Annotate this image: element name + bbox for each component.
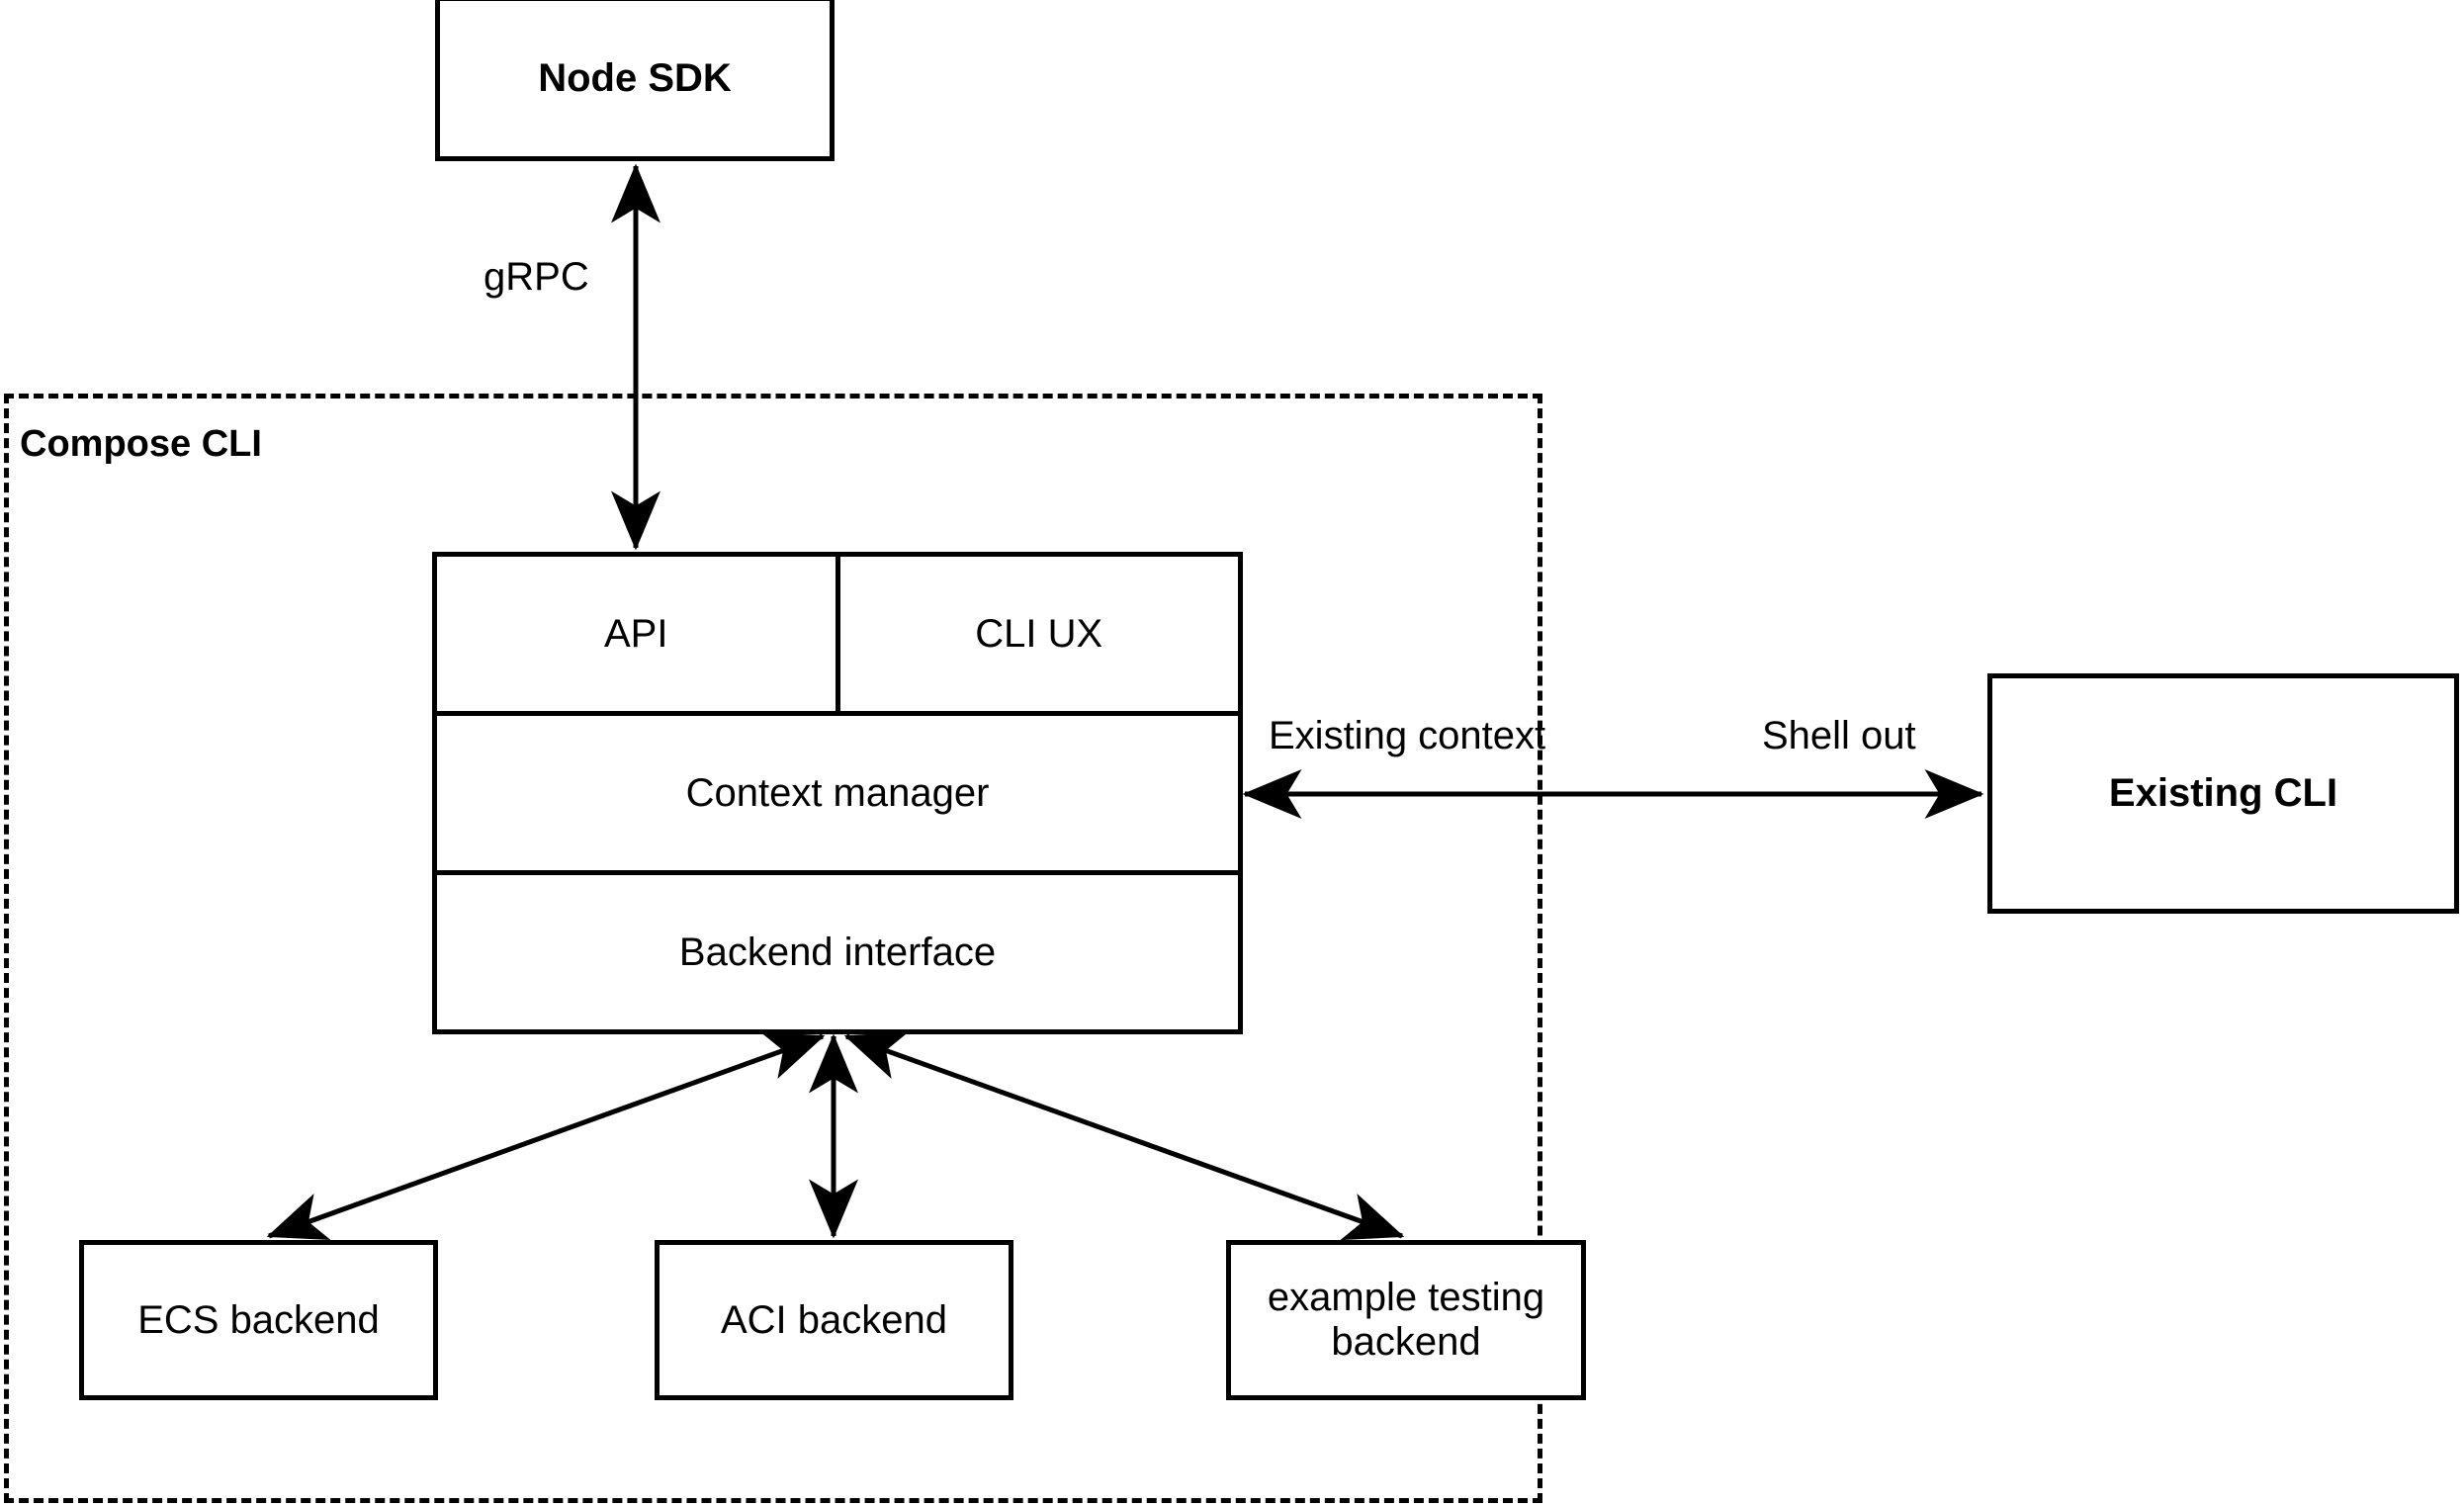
stack-cell-cli-ux-label: CLI UX	[975, 611, 1103, 656]
edge-label-grpc: gRPC	[484, 255, 589, 299]
node-aci-backend[interactable]: ACI backend	[655, 1240, 1013, 1400]
node-ecs-backend-label: ECS backend	[137, 1297, 380, 1342]
stack-cell-backend-interface-label: Backend interface	[678, 930, 997, 974]
node-example-testing-backend-label: example testing backend	[1267, 1276, 1545, 1364]
node-existing-cli-label: Existing CLI	[2108, 771, 2338, 816]
stack-cell-context-manager-label: Context manager	[685, 770, 990, 815]
edge-label-shell-out: Shell out	[1762, 714, 1916, 757]
node-node-sdk[interactable]: Node SDK	[435, 0, 835, 161]
group-compose-cli-title: Compose CLI	[20, 423, 262, 465]
group-compose-cli	[4, 394, 1542, 1503]
node-node-sdk-label: Node SDK	[538, 56, 732, 101]
stack-row-context-manager: Context manager	[437, 711, 1238, 870]
node-example-testing-backend[interactable]: example testing backend	[1226, 1240, 1586, 1400]
node-existing-cli[interactable]: Existing CLI	[1987, 673, 2459, 914]
stack-cell-cli-ux[interactable]: CLI UX	[835, 557, 1239, 711]
stack-compose-cli-core: API CLI UX Context manager Backend inter…	[432, 552, 1243, 1034]
node-aci-backend-label: ACI backend	[720, 1297, 948, 1342]
stack-cell-context-manager[interactable]: Context manager	[437, 716, 1238, 870]
node-ecs-backend[interactable]: ECS backend	[79, 1240, 438, 1400]
stack-cell-backend-interface[interactable]: Backend interface	[437, 875, 1238, 1029]
stack-cell-api[interactable]: API	[437, 557, 836, 711]
stack-row-backend-interface: Backend interface	[437, 870, 1238, 1029]
edge-label-existing-context: Existing context	[1269, 714, 1546, 757]
stack-cell-api-label: API	[604, 611, 668, 656]
stack-row-top: API CLI UX	[437, 557, 1238, 711]
